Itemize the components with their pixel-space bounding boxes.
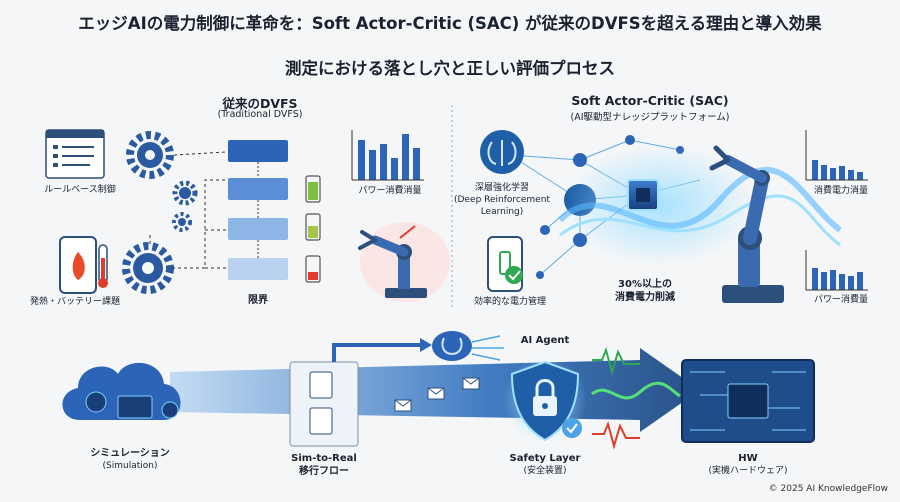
drl-label-2: (Deep Reinforcement	[454, 195, 550, 205]
robot-arm-left-icon	[358, 222, 450, 302]
flow-connectors	[149, 151, 228, 269]
reduction-line2: 消費電力削減	[615, 292, 675, 303]
agent-feed-arrow	[332, 343, 420, 362]
energy-wave	[557, 167, 842, 233]
sac-heading: Soft Actor-Critic (SAC)	[571, 93, 729, 108]
hardware-board-icon	[681, 359, 815, 443]
drl-label-1: 深層強化学習	[474, 183, 529, 193]
dvfs-process-steps	[228, 140, 288, 280]
left-power-label: パワー消費消量	[358, 186, 422, 196]
sim-to-real-sub: 移行フロー	[299, 466, 349, 477]
battery-icons	[305, 175, 321, 283]
gear-icon	[122, 131, 198, 294]
simulation-label: シミュレーション	[90, 448, 170, 459]
page-title: エッジAIの電力制御に革命を：Soft Actor-Critic (SAC) が…	[78, 14, 822, 33]
sim-to-real-label: Sim-to-Real	[291, 453, 357, 464]
rule-window-icon	[45, 129, 105, 179]
chip-icon	[627, 179, 659, 211]
simulation-sub: (Simulation)	[102, 461, 158, 471]
agent-brain-icon	[432, 331, 504, 361]
dvfs-heading: 従来のDVFS	[222, 96, 298, 111]
right-power-bottom-label: パワー消費量	[813, 295, 868, 305]
copyright: © 2025 AI KnowledgeFlow	[768, 484, 888, 494]
limit-label: 限界	[248, 295, 268, 306]
heat-battery-label: 発熱・バッテリー課題	[29, 297, 120, 307]
reduction-line1: 30%以上の	[618, 279, 672, 290]
right-power-bar-chart-bottom	[805, 250, 868, 291]
left-power-bar-chart	[351, 130, 424, 181]
dvfs-heading-sub: (Traditional DVFS)	[217, 109, 303, 120]
warning-signal	[592, 420, 640, 450]
heat-phone-icon	[59, 236, 108, 294]
shield-lock-icon	[503, 358, 587, 442]
rule-based-label: ルールベース制御	[44, 185, 116, 195]
simulation-cloud-icon	[62, 362, 181, 420]
page-subtitle: 測定における落とし穴と正しい評価プロセス	[285, 59, 615, 78]
hw-sub: (実機ハードウェア)	[708, 466, 788, 476]
message-envelope-icon	[394, 377, 480, 412]
hw-label: HW	[738, 453, 758, 464]
drl-label-3: Learning)	[480, 207, 524, 217]
green-wave	[591, 381, 681, 400]
energy-glow	[565, 145, 755, 265]
safety-layer-label: Safety Layer	[509, 453, 581, 464]
right-power-bar-chart-top	[805, 130, 868, 181]
ai-agent-label: AI Agent	[520, 335, 570, 346]
efficient-phone-icon	[487, 236, 523, 292]
right-power-top-label: 消費電力消量	[813, 186, 868, 196]
brain-icon	[480, 130, 524, 174]
robot-arm-right-icon	[709, 145, 784, 303]
efficient-label: 効率的な電力管理	[473, 297, 546, 307]
document-stack-icon	[289, 361, 359, 447]
ok-signal	[592, 346, 640, 376]
sac-heading-sub: (AI駆動型ナレッジプラットフォーム)	[570, 112, 730, 123]
safety-layer-sub: (安全装置)	[523, 466, 567, 476]
